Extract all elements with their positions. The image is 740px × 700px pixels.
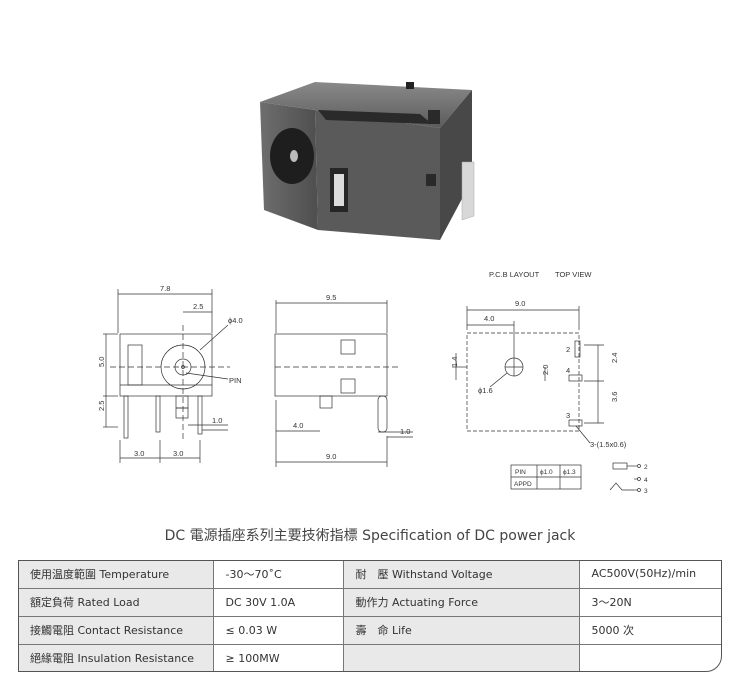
side-length-label: 9.5	[326, 293, 336, 302]
spec-label: 接觸電阻 Contact Resistance	[18, 615, 214, 645]
pcb-hole-label: ϕ1.6	[478, 386, 493, 395]
pcb-title-label: P.C.B LAYOUT	[489, 270, 540, 279]
spec-label: 動作力 Actuating Force	[342, 587, 580, 617]
spec-value: 3～20N	[578, 587, 722, 617]
schematic-pin4-label: 4	[644, 477, 648, 484]
table-row: 使用温度範圍 Temperature -30～70˚C 耐 壓 Withstan…	[18, 560, 722, 589]
front-hole-label: ϕ4.0	[228, 316, 243, 325]
spec-label	[342, 643, 580, 672]
pcb-offset-label: 4.0	[484, 314, 494, 323]
pcb-width-label: 9.0	[515, 299, 525, 308]
dc-jack-product-photo	[260, 82, 475, 240]
spec-label: 絕緣電阻 Insulation Resistance	[18, 643, 214, 672]
pcb-left-dim-label: 1.4	[450, 357, 459, 367]
front-pitch-left-label: 3.0	[134, 449, 144, 458]
legend-appd-label: APPD	[514, 481, 532, 488]
pin2-label: 2	[566, 345, 570, 354]
pcb-right-bottom-label: 3.6	[610, 392, 619, 402]
spec-value: ≥ 100MW	[212, 643, 344, 672]
spec-label: 額定負荷 Rated Load	[18, 587, 214, 617]
table-row: 接觸電阻 Contact Resistance ≤ 0.03 W 壽 命 Lif…	[18, 615, 722, 645]
spec-table-frame	[18, 560, 722, 672]
front-pitch-right-label: 3.0	[173, 449, 183, 458]
pin4-label: 4	[566, 366, 570, 375]
dimension-drawings: 7.8 2.5 ϕ4.0 5.0 2.5 PIN 1.0 3.0 3.0 9.5…	[97, 270, 648, 495]
spec-label: 耐 壓 Withstand Voltage	[342, 560, 580, 589]
spec-label: 使用温度範圍 Temperature	[18, 560, 214, 589]
legend-d1-label: ϕ1.0	[540, 469, 553, 476]
spec-title: DC 電源插座系列主要技術指標 Specification of DC powe…	[164, 528, 576, 544]
side-pin-offset-label: 4.0	[293, 421, 303, 430]
side-pin-thick-label: 1.0	[400, 427, 410, 436]
legend-d2-label: ϕ1.3	[563, 469, 576, 476]
spec-label: 壽 命 Life	[342, 615, 580, 645]
side-bottom-length-label: 9.0	[326, 452, 336, 461]
pin3-note-label: 3-(1.5x0.6)	[590, 440, 627, 449]
spec-value: DC 30V 1.0A	[212, 587, 344, 617]
schematic-pin3-label: 3	[644, 488, 648, 495]
spec-table: 使用温度範圍 Temperature -30～70˚C 耐 壓 Withstan…	[18, 560, 722, 672]
spec-value: 5000 次	[578, 615, 722, 645]
table-row: 額定負荷 Rated Load DC 30V 1.0A 動作力 Actuatin…	[18, 587, 722, 617]
pin3-label: 3	[566, 411, 570, 420]
spec-table-container: 使用温度範圍 Temperature -30～70˚C 耐 壓 Withstan…	[18, 560, 722, 672]
spec-value	[578, 643, 722, 672]
front-pin-thick-label: 1.0	[212, 416, 222, 425]
front-pin-label: PIN	[229, 376, 242, 385]
pcb-right-top-label: 2.4	[610, 353, 619, 363]
front-height-lower-label: 2.5	[97, 401, 106, 411]
legend-pin-label: PIN	[515, 469, 526, 476]
schematic-pin2-label: 2	[644, 464, 648, 471]
spec-value: ≤ 0.03 W	[212, 615, 344, 645]
front-width-label: 7.8	[160, 284, 170, 293]
front-offset-label: 2.5	[193, 302, 203, 311]
front-height-upper-label: 5.0	[97, 357, 106, 367]
pcb-view-label: TOP VIEW	[555, 270, 592, 279]
spec-value: -30～70˚C	[212, 560, 344, 589]
table-row: 絕緣電阻 Insulation Resistance ≥ 100MW	[18, 643, 722, 672]
pcb-mid-dim-label: 2.0	[541, 365, 550, 375]
